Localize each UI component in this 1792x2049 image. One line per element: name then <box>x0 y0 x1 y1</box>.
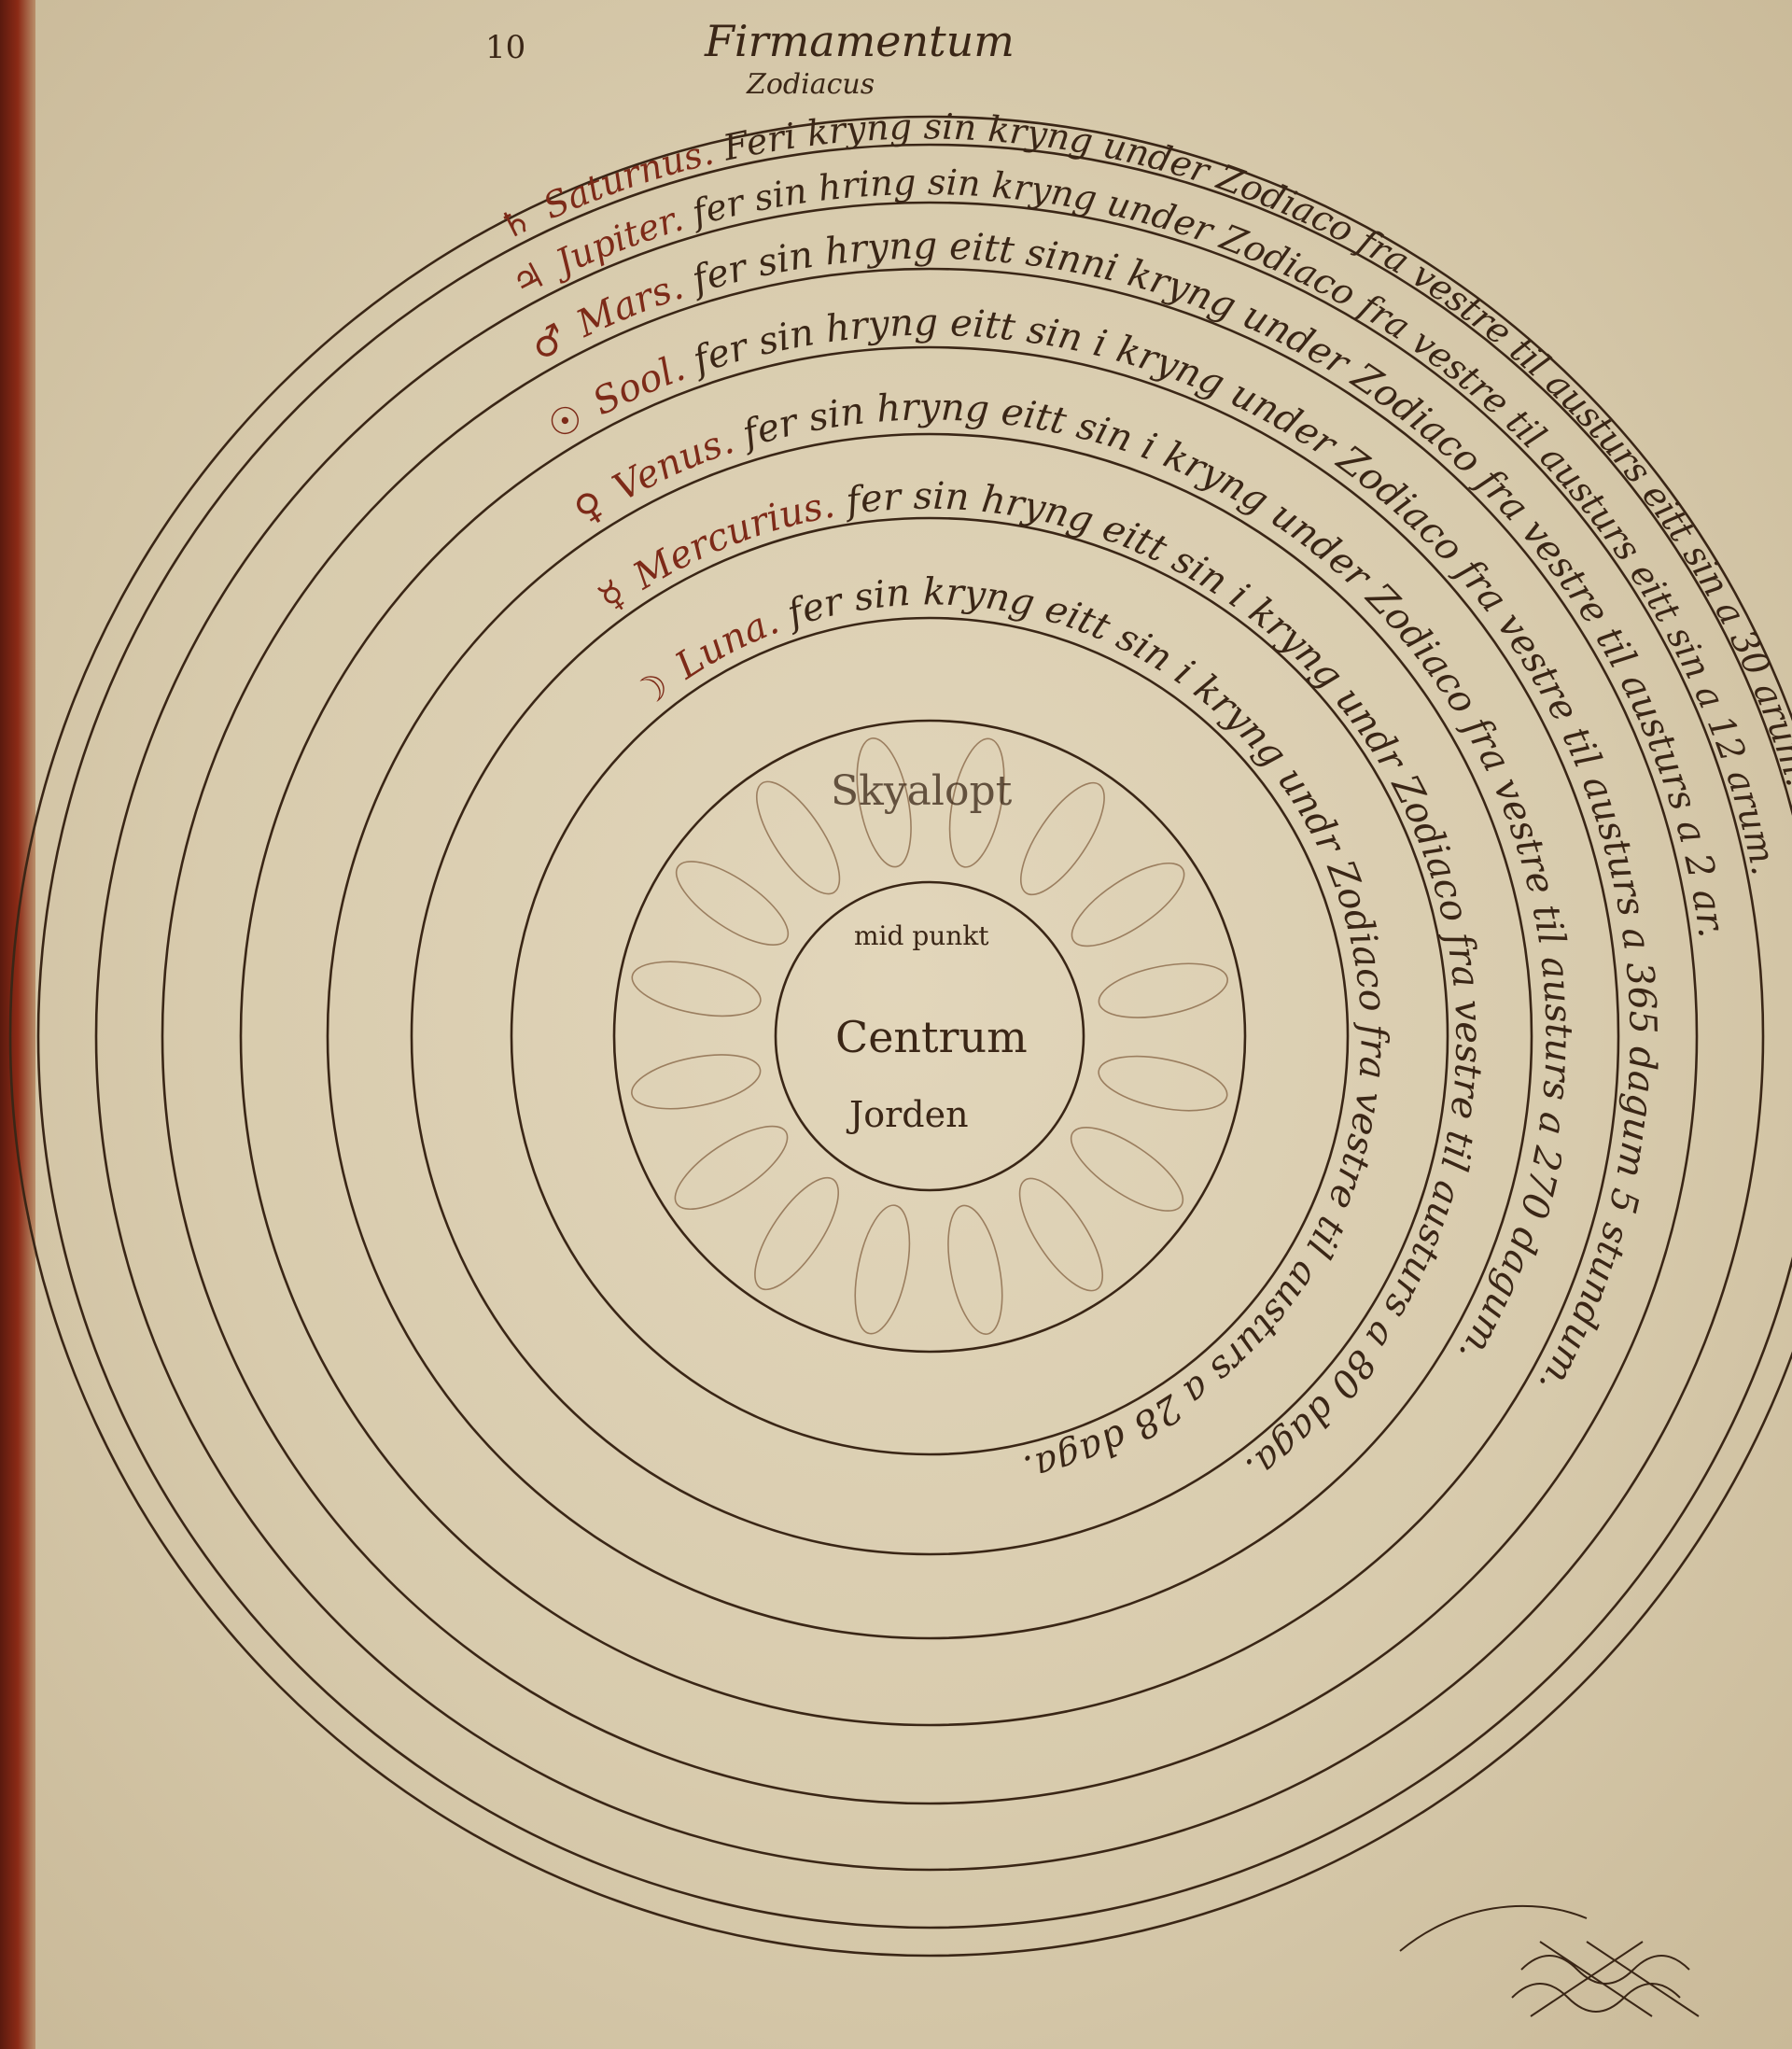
cloud-petal <box>947 1204 1003 1335</box>
cloud-petal <box>1098 962 1228 1018</box>
planet-symbol-icon: ♀ <box>567 483 613 534</box>
page-number: 10 <box>485 29 525 66</box>
orbit-circle <box>94 201 1765 1872</box>
planet-name: Venus. <box>607 419 739 510</box>
cloud-petal <box>1071 862 1185 947</box>
cloud-petal <box>948 737 1005 868</box>
orbit-circle <box>161 267 1699 1805</box>
orbit-circle <box>8 115 1792 1958</box>
planet-symbol-icon: ☽ <box>625 664 679 718</box>
orbit-circle <box>612 719 1247 1354</box>
center-line1: mid punkt <box>854 920 989 951</box>
cloud-petal <box>1019 781 1105 896</box>
cloud-petal <box>674 1125 789 1211</box>
heading-zodiacus: Zodiacus <box>746 68 875 101</box>
orbit-circle <box>774 880 1085 1192</box>
cloud-petal <box>854 1204 911 1335</box>
cloud-petal <box>1098 1055 1228 1112</box>
sky-label: Skyalopt <box>831 767 1013 815</box>
planet-symbol-icon: ♄ <box>492 197 539 248</box>
orbit-circle <box>326 432 1533 1640</box>
flourish-signature <box>1399 1904 1700 2017</box>
heading-firmamentum: Firmamentum <box>704 16 1015 66</box>
orbit-circle <box>410 516 1449 1556</box>
cloud-petal <box>1018 1177 1104 1292</box>
center-line3: Jorden <box>846 1094 969 1135</box>
cloud-petal <box>631 961 762 1017</box>
cloud-petal <box>754 1176 840 1291</box>
binding-edge <box>0 0 35 2049</box>
cloud-petal <box>675 861 790 947</box>
cloud-petal <box>856 737 912 868</box>
cloud-petal <box>755 780 841 895</box>
orbit-circle <box>510 616 1350 1456</box>
cloud-petal <box>1070 1126 1184 1212</box>
orbit-circle <box>36 143 1792 1930</box>
planet-name: Luna. <box>667 599 785 688</box>
cloud-petal <box>631 1054 762 1110</box>
center-line2: Centrum <box>835 1012 1028 1062</box>
planet-symbol-icon: ☿ <box>591 572 635 621</box>
orbit-circle <box>239 345 1620 1727</box>
